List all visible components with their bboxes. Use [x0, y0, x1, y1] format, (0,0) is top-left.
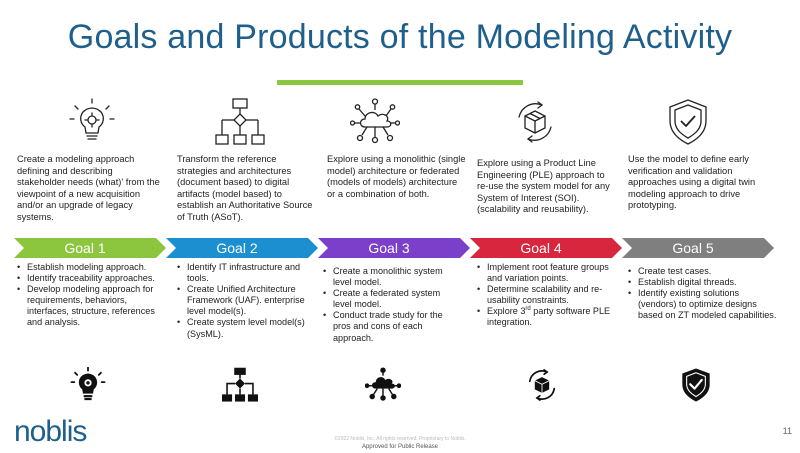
goal-3-description: Explore using a monolithic (single model…	[327, 154, 466, 199]
goal-5-arrow	[622, 238, 774, 258]
list-item: Establish digital threads.	[628, 277, 778, 288]
list-item: Implement root feature groups and variat…	[477, 262, 617, 284]
box-cycle-icon	[518, 101, 552, 143]
list-item: Establish modeling approach.	[17, 262, 165, 273]
list-item: Identify IT infrastructure and tools.	[177, 262, 317, 284]
goal-4-arrow	[470, 238, 622, 258]
goal-3-bullets: Create a monolithic system level model. …	[323, 266, 458, 344]
goal-4-label: Goal 4	[520, 240, 562, 256]
list-item: Create test cases.	[628, 266, 778, 277]
lightbulb-gear-icon	[69, 98, 115, 140]
goal-2-bullets: Identify IT infrastructure and tools. Cr…	[177, 262, 317, 340]
goal-1-description: Create a modeling approach defining and …	[17, 154, 160, 222]
list-item: Create a federated system level model.	[323, 288, 458, 310]
release-note: Approved for Public Release	[361, 444, 439, 450]
list-item: Conduct trade study for the pros and con…	[323, 310, 458, 343]
shield-check-icon	[682, 368, 710, 402]
goal-1-arrow	[14, 238, 166, 258]
shield-check-icon	[669, 99, 707, 145]
list-item: Create system level model(s) (SysML).	[177, 317, 317, 339]
cloud-network-icon	[365, 367, 401, 401]
flowchart-icon	[215, 98, 265, 145]
list-item: Identify traceability approaches.	[17, 273, 165, 284]
goal-2-arrow	[166, 238, 318, 258]
list-item: Determine scalability and re-usability c…	[477, 284, 617, 306]
goal-2-label: Goal 2	[216, 240, 258, 256]
goal-3-label: Goal 3	[368, 240, 410, 256]
lightbulb-gear-icon	[70, 367, 106, 401]
goal-3-arrow	[318, 238, 470, 258]
list-item: Create a monolithic system level model.	[323, 266, 458, 288]
list-item: Develop modeling approach for requiremen…	[17, 284, 165, 328]
goal-1-label: Goal 1	[64, 240, 106, 256]
goal-4-description: Explore using a Product Line Engineering…	[477, 158, 610, 215]
list-item: Create Unified Architecture Framework (U…	[177, 284, 317, 317]
goal-5-label: Goal 5	[672, 240, 714, 256]
page-title: Goals and Products of the Modeling Activ…	[67, 18, 733, 56]
goal-2-description: Transform the reference strategies and a…	[177, 154, 313, 222]
goal-5-bullets: Create test cases. Establish digital thr…	[628, 266, 778, 321]
flowchart-icon	[222, 367, 258, 402]
list-item: Identify existing solutions (vendors) to…	[628, 288, 778, 321]
goal-4-bullets: Implement root feature groups and variat…	[477, 262, 617, 329]
cloud-network-icon	[350, 98, 400, 144]
box-cycle-icon	[528, 369, 556, 401]
noblis-logo: noblis	[14, 415, 87, 448]
copyright-text: ©2022 Noblis, Inc. All rights reserved. …	[334, 436, 466, 442]
title-underline	[277, 80, 523, 85]
goal-5-description: Use the model to define early verificati…	[628, 154, 756, 211]
goal-1-bullets: Establish modeling approach. Identify tr…	[17, 262, 165, 329]
page-number: 11	[782, 426, 792, 436]
list-item: Explore 3rd party software PLE integrati…	[477, 306, 617, 328]
